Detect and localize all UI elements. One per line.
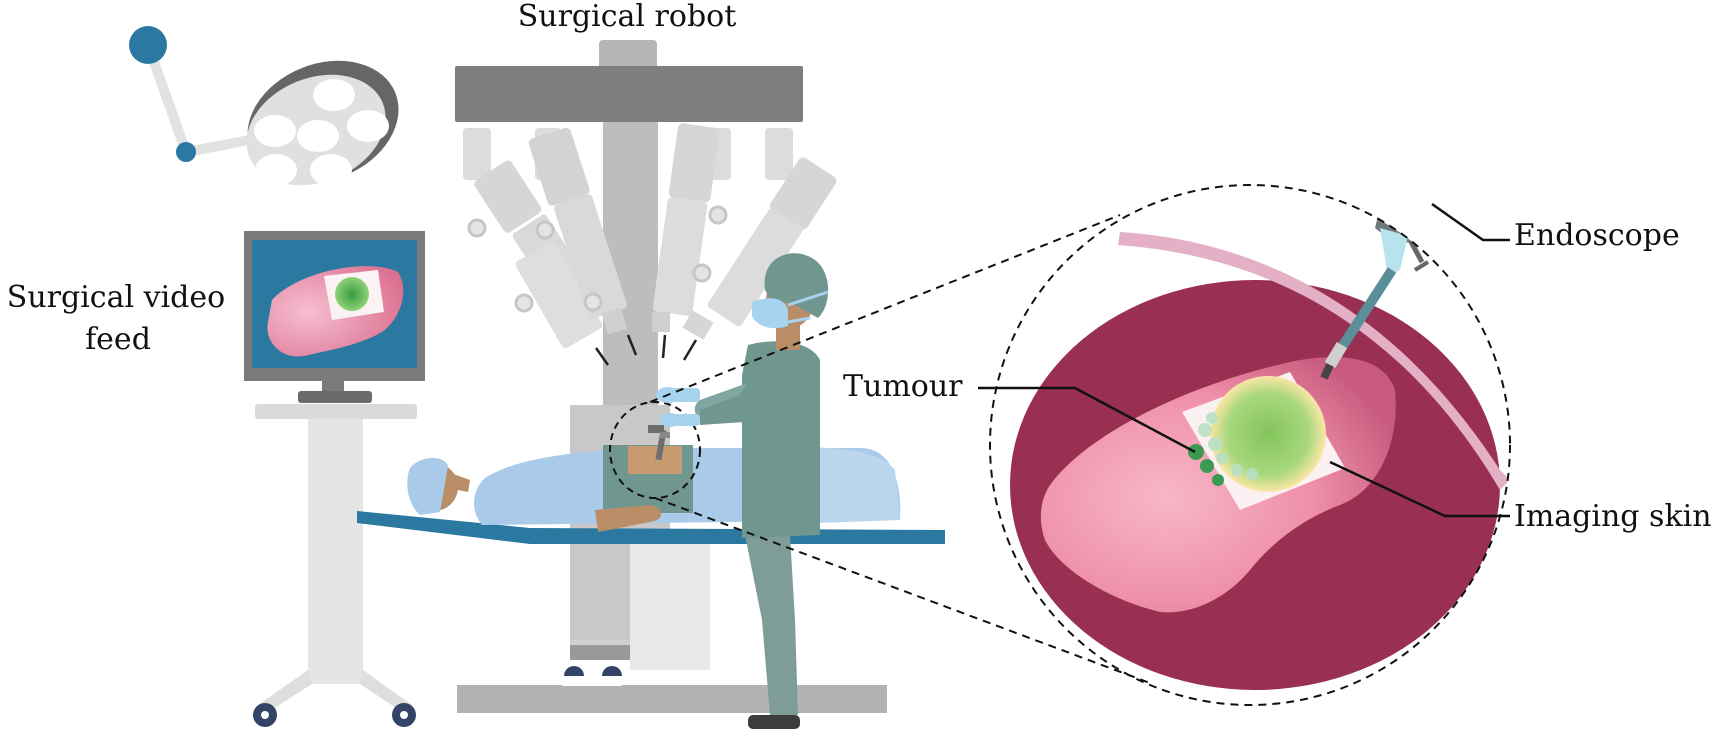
imaging-skin-label: Imaging skin (1514, 499, 1712, 534)
tumour-label: Tumour (843, 369, 963, 404)
monitor-icon (244, 231, 425, 727)
robot-icon (455, 40, 887, 713)
surgical-light-icon (129, 26, 417, 205)
endoscope-label: Endoscope (1514, 218, 1680, 253)
surgical-robot-label: Surgical robot (518, 0, 737, 34)
zoomed-surgical-site (990, 155, 1510, 705)
video-feed-label-line2: feed (85, 322, 151, 357)
video-feed-label-line1: Surgical video (7, 280, 225, 315)
